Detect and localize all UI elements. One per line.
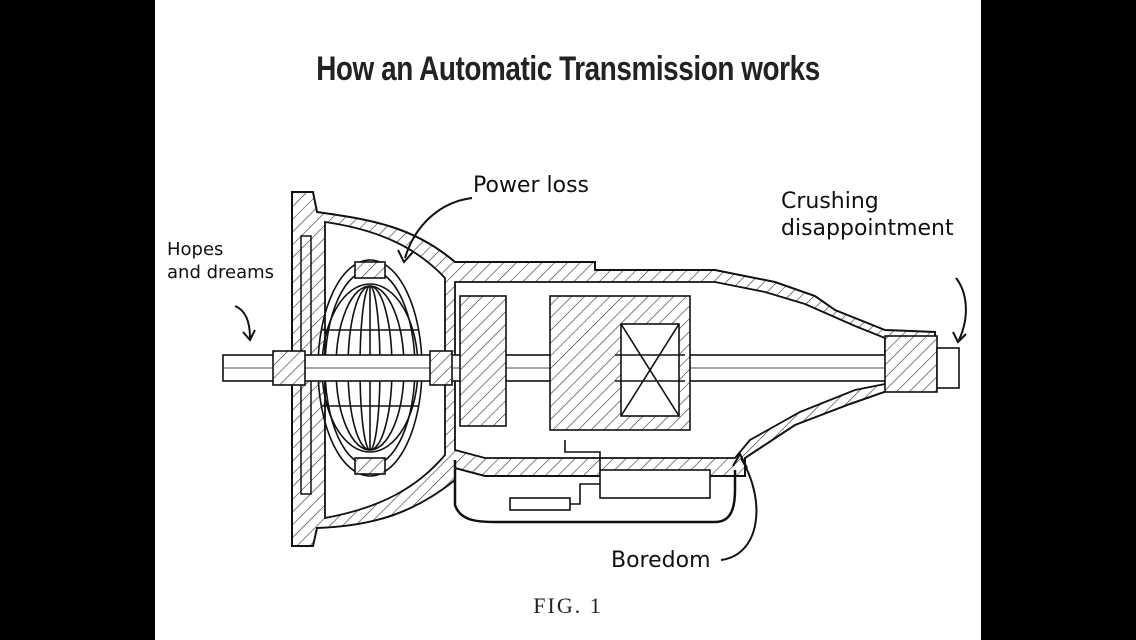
transmission-drawing bbox=[222, 191, 967, 561]
front-pump bbox=[459, 295, 507, 427]
label-crushing-line2: disappointment bbox=[781, 216, 954, 241]
label-hopes-line2: and dreams bbox=[167, 262, 275, 283]
label-boredom: Boredom bbox=[611, 548, 711, 573]
annotation-arrows bbox=[234, 197, 967, 561]
power-loss-arrow bbox=[404, 197, 473, 259]
label-crushing-line1: Crushing bbox=[781, 189, 879, 214]
planetary-gearset bbox=[549, 295, 691, 431]
crushing-arrow bbox=[955, 277, 967, 341]
label-hopes-line1: Hopes bbox=[167, 239, 224, 260]
figure-caption: FIG. 1 bbox=[533, 593, 603, 618]
label-crushing-disappointment: Crushing disappointment bbox=[781, 188, 954, 242]
boredom-arrow bbox=[720, 457, 758, 561]
label-power-loss: Power loss bbox=[473, 173, 590, 198]
diagram-panel: How an Automatic Transmission works Hope… bbox=[155, 0, 981, 640]
valve-body bbox=[453, 440, 737, 524]
label-hopes-and-dreams: Hopes and dreams bbox=[167, 238, 274, 284]
page-title: How an Automatic Transmission works bbox=[316, 50, 820, 88]
hopes-arrow bbox=[234, 305, 251, 339]
